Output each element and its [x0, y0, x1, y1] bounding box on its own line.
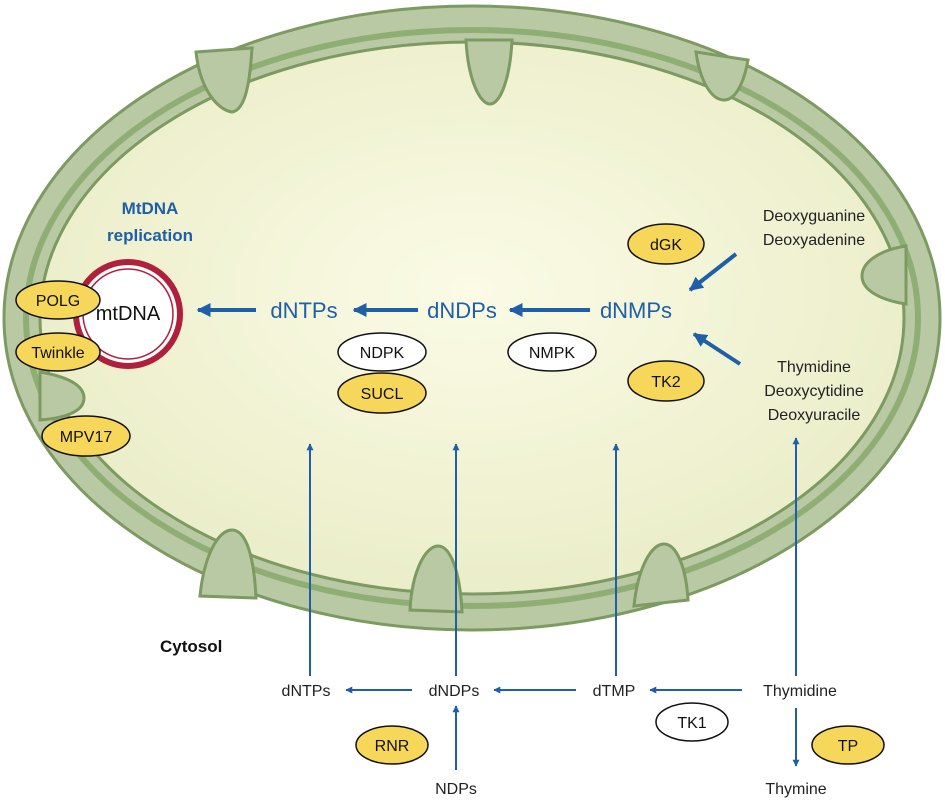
enzyme-tk1-label: TK1	[677, 715, 706, 732]
enzyme-dgk-label: dGK	[650, 237, 682, 254]
cyto-thymidine-label: Thymidine	[763, 683, 837, 700]
pyrimidines-line-1: Thymidine	[777, 359, 851, 376]
enzyme-sucl	[337, 372, 427, 414]
mito-dntps-label: dNTPs	[270, 298, 337, 323]
mtdna-label: mtDNA	[96, 303, 161, 325]
enzyme-nmpk	[507, 332, 597, 372]
enzyme-twinkle	[15, 332, 101, 372]
mito-dnmps-label: dNMPs	[600, 298, 672, 323]
cyto-dndps-label: dNDPs	[429, 683, 480, 700]
enzyme-twinkle-label: Twinkle	[31, 345, 84, 362]
cyto-thymine-label: Thymine	[765, 781, 826, 798]
mtdna-replication-title-1: MtDNA	[122, 199, 179, 218]
arrow-pyrimidines-to-dnmps	[692, 332, 742, 366]
cyto-dntps-label: dNTPs	[282, 683, 331, 700]
enzyme-mpv17	[41, 415, 131, 457]
enzyme-sucl-label: SUCL	[361, 386, 404, 403]
cyto-ndps-label: NDPs	[435, 781, 477, 798]
purines-line-1: Deoxyguanine	[763, 208, 865, 225]
cyto-dtmp-label: dTMP	[593, 683, 636, 700]
pyrimidines-line-3: Deoxyuracile	[768, 407, 861, 424]
mtdna-replication-title-2: replication	[107, 226, 193, 245]
enzyme-ndpk	[337, 332, 427, 372]
enzyme-dgk	[627, 223, 705, 265]
enzyme-tk1	[655, 702, 729, 742]
cytosol-label: Cytosol	[160, 637, 222, 656]
purines-line-2: Deoxyadenine	[763, 232, 865, 249]
enzyme-ndpk-label: NDPK	[360, 345, 405, 362]
enzyme-mpv17-label: MPV17	[60, 429, 113, 446]
cristae	[38, 38, 908, 614]
enzyme-tp	[811, 725, 885, 765]
arrow-purines-to-dnmps	[688, 252, 738, 292]
enzyme-tp-label: TP	[838, 738, 858, 755]
enzyme-polg-label: POLG	[36, 293, 80, 310]
enzyme-nmpk-label: NMPK	[529, 345, 576, 362]
enzyme-rnr	[355, 725, 429, 765]
pyrimidines-line-2: Deoxycytidine	[764, 383, 864, 400]
enzyme-rnr-label: RNR	[375, 738, 410, 755]
enzyme-tk2	[627, 360, 705, 402]
enzyme-tk2-label: TK2	[651, 374, 680, 391]
enzyme-polg	[15, 280, 101, 320]
intermembrane-line	[23, 27, 921, 609]
mito-dndps-label: dNDPs	[427, 298, 497, 323]
